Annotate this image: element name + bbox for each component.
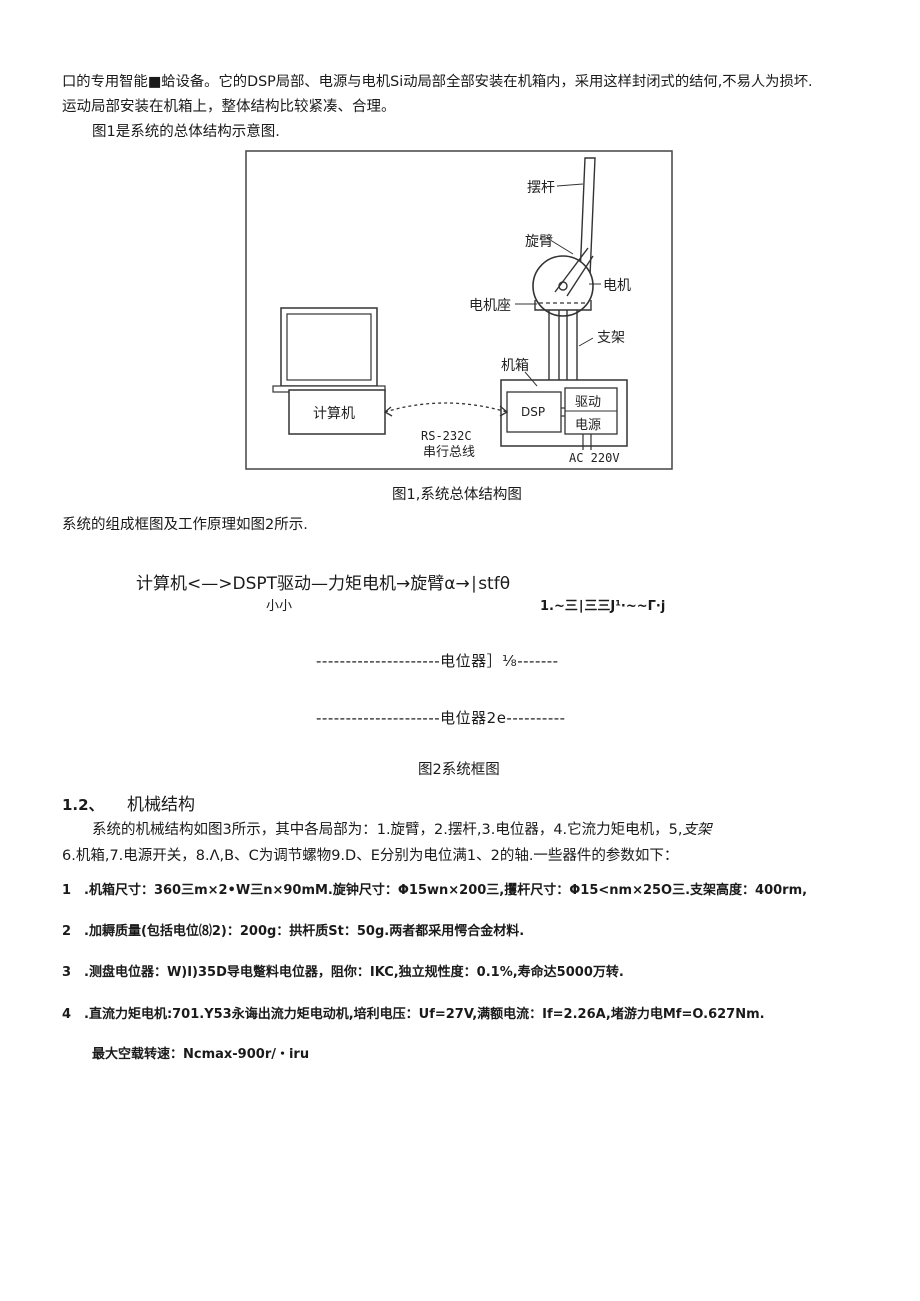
figure-2-intro: 系统的组成框图及工作原理如图2所示. xyxy=(62,517,308,533)
label-power: 电源 xyxy=(575,418,601,433)
section-title: 机械结构 xyxy=(126,795,195,815)
label-dsp: DSP xyxy=(521,405,545,419)
param-4-number: 4 xyxy=(62,1007,72,1022)
label-arm: 旋臂 xyxy=(525,234,553,250)
intro-line-2: 运动局部安装在机箱上，整体结构比较紧凑、合理。 xyxy=(62,99,396,115)
section-number: 1.2、 xyxy=(62,796,104,814)
motor-base-outline xyxy=(534,300,592,311)
mech-para-line-1-text: 系统的机械结构如图3所示，其中各局部为：1.旋臂，2.摆杆,3.电位器，4.它流… xyxy=(92,822,683,838)
final-line: 最大空载转速：Ncmax-900r/・iru xyxy=(92,1047,310,1062)
monitor-screen xyxy=(286,313,372,381)
label-ac: AC 220V xyxy=(569,451,620,465)
arm-line-1 xyxy=(554,247,589,293)
label-computer: 计算机 xyxy=(313,406,355,422)
figure-2-dash-line-1: ---------------------电位器］⅛------- xyxy=(316,652,559,670)
label-motor: 电机 xyxy=(603,278,631,294)
mech-para-line-1: 系统的机械结构如图3所示，其中各局部为：1.旋臂，2.摆杆,3.电位器，4.它流… xyxy=(92,820,712,840)
figure-2-flow-left-small: 小小 xyxy=(266,599,293,614)
label-motor-base: 电机座 xyxy=(469,298,511,314)
intro-line-3: 图1是系统的总体结构示意图. xyxy=(92,124,280,140)
figure-2-dash-line-2: ---------------------电位器2e---------- xyxy=(316,709,566,727)
param-3-number: 3 xyxy=(62,965,72,980)
param-2-number: 2 xyxy=(62,924,72,939)
label-rs232: RS-232C xyxy=(421,429,472,443)
param-1-text: .机箱尺寸：360三m×2•W三n×90mM.旋钟尺寸：Φ15wn×200三,攫… xyxy=(84,883,808,898)
dsp-box xyxy=(506,391,562,433)
rs232-link xyxy=(384,402,508,413)
param-2-text: .加耨质量(包括电位⑻2)：200g：拱杆质St：50g.两者都采用愕合金材料. xyxy=(84,924,525,939)
figure-1-system-structure: 摆杆 旋臂 电机 电机座 支架 机箱 计算机 DSP 驱动 电源 RS-232C… xyxy=(245,150,673,470)
param-4-text: .直流力矩电机:701.Y53永诲出流力矩电动机,培利电压：Uf=27V,满额电… xyxy=(84,1007,765,1022)
computer-box xyxy=(288,389,386,435)
param-3-text: .测盘电位器：W)I)35D导电蹩料电位器，阻你：IKC,独立规性度：0.1%,… xyxy=(84,965,624,980)
intro-line-1: 口的专用智能■蛤设备。它的DSP局部、电源与电机Si动局部全部安装在机箱内，采用… xyxy=(62,74,813,90)
arm-line-2 xyxy=(566,255,594,297)
label-serial-bus: 串行总线 xyxy=(423,445,475,460)
label-bracket: 支架 xyxy=(597,330,625,346)
figure-1-drawing: 摆杆 旋臂 电机 电机座 支架 机箱 计算机 DSP 驱动 电源 RS-232C… xyxy=(245,150,673,470)
label-drive: 驱动 xyxy=(575,395,601,410)
mech-para-line-2: 6.机箱,7.电源开关，8.Λ,B、C为调节螺物9.D、E分别为电位满1、2的轴… xyxy=(62,848,679,864)
figure-2-caption: 图2系统框图 xyxy=(418,762,500,778)
mech-para-line-1-italic: 支架 xyxy=(682,822,712,838)
param-1-number: 1 xyxy=(62,883,72,898)
label-chassis: 机箱 xyxy=(501,358,529,374)
section-heading: 1.2、 机械结构 xyxy=(62,790,195,815)
figure-1-caption: 图1,系统总体结构图 xyxy=(392,487,522,503)
figure-2-flow-main: 计算机<—>DSPT驱动—力矩电机→旋臂α→∣stfθ xyxy=(136,574,511,594)
label-pendulum: 摆杆 xyxy=(527,180,555,196)
figure-2-flow-right-small: 1.~三∣三三J¹·~~Γ·j xyxy=(540,599,666,614)
